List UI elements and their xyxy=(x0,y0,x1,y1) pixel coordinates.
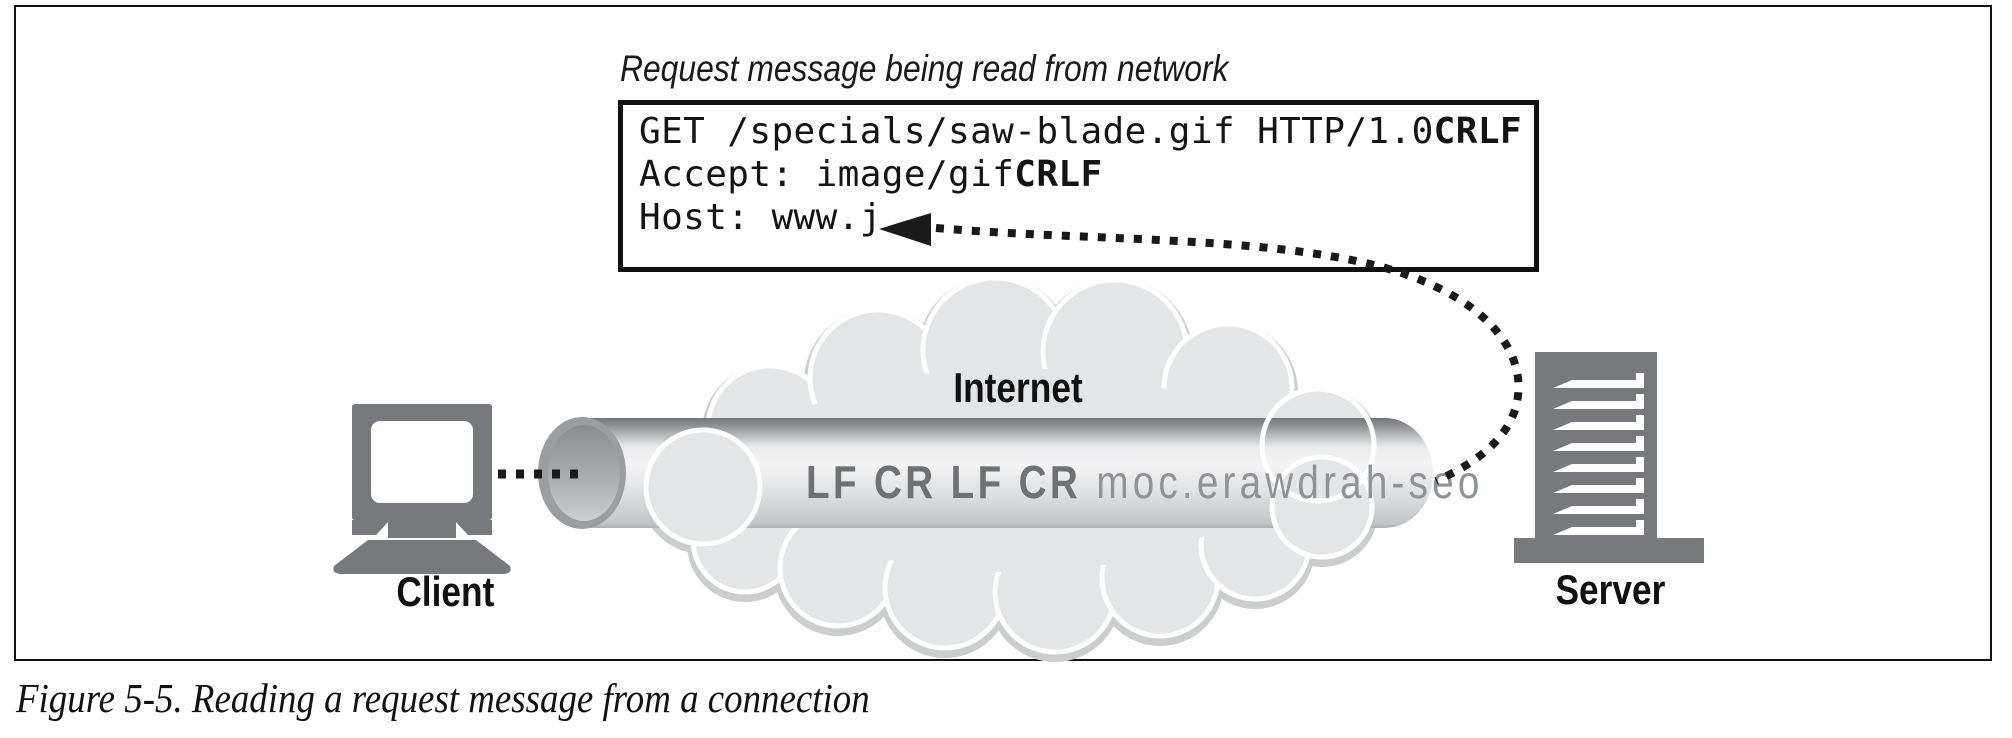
client-computer-icon xyxy=(333,404,511,574)
request-line: Host: www.j xyxy=(639,197,882,238)
pipe-reversed-host: moc.erawdrah-seo xyxy=(1096,456,1484,508)
server-label: Server xyxy=(1555,566,1665,613)
callout-label-text: Request message being read from network xyxy=(620,48,1229,89)
client-label: Client xyxy=(395,568,494,615)
callout-label: Request message being read from network xyxy=(620,48,1327,90)
internet-label: Internet xyxy=(953,364,1083,411)
request-line: Accept: image/gifCRLF xyxy=(639,154,1103,195)
figure-caption: Figure 5-5. Reading a request message fr… xyxy=(16,675,870,721)
client-keyboard xyxy=(333,540,511,574)
pipe-control-chars: LF CR LF CR xyxy=(806,456,1082,508)
server-base xyxy=(1514,538,1704,563)
pipe-byte-stream-text: LF CR LF CR moc.erawdrah-seo xyxy=(806,455,1484,509)
request-line: GET /specials/saw-blade.gif HTTP/1.0CRLF xyxy=(639,111,1522,152)
crlf-marker: CRLF xyxy=(1433,111,1522,152)
pipe-mouth-inner xyxy=(548,425,620,521)
server-vents xyxy=(1553,373,1644,535)
crlf-marker: CRLF xyxy=(1014,154,1103,195)
client-screen xyxy=(371,421,473,503)
request-message-text: GET /specials/saw-blade.gif HTTP/1.0CRLF… xyxy=(639,110,1522,239)
server-tower-icon xyxy=(1514,352,1704,563)
